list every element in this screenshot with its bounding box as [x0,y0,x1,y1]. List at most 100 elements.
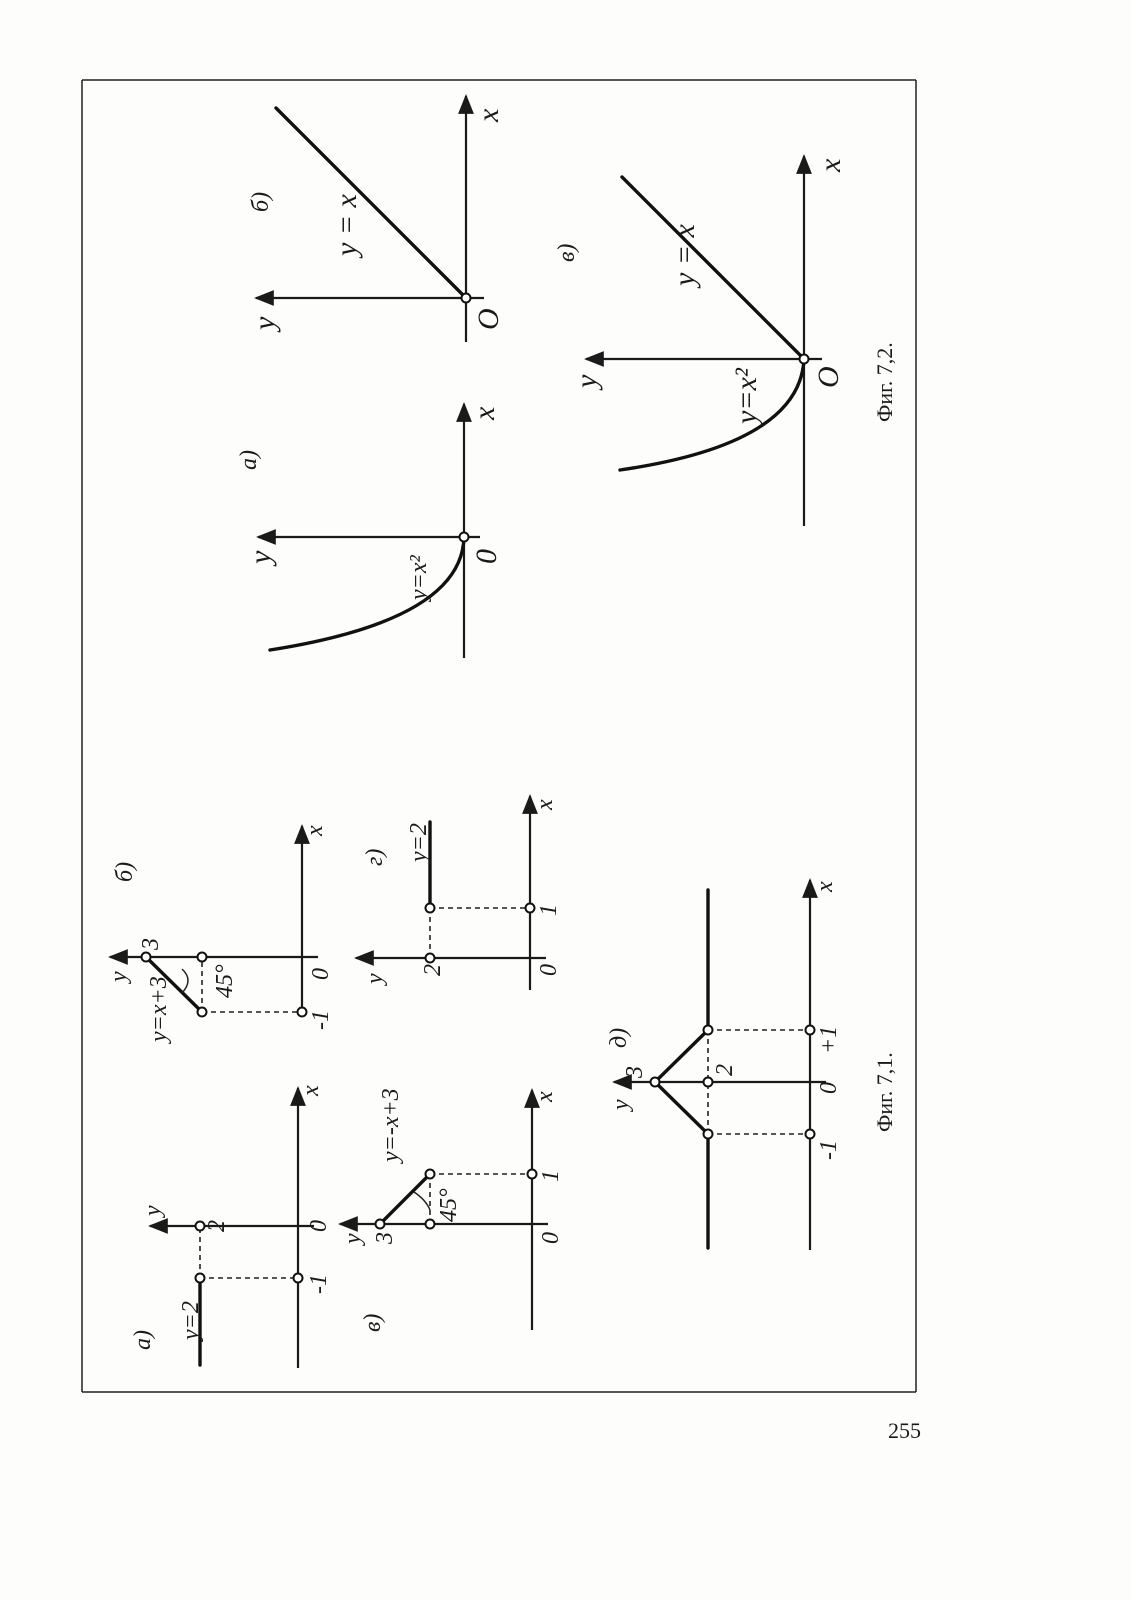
angle-label: 45° [436,1188,462,1222]
graph-line [274,106,468,300]
point [526,1168,538,1180]
fig72-b-panel: б) y = x x y O [248,94,505,342]
tick-label: -1 [308,1010,334,1030]
tick-label: 2 [712,1064,738,1076]
x-axis-label: x [532,1091,558,1103]
parabola-curve [268,535,466,652]
panel-label: б) [112,862,138,882]
point [196,1006,208,1018]
y-axis-label: y [570,374,603,391]
point [702,1024,714,1036]
graph-line [144,955,204,1014]
point [702,1128,714,1140]
point [524,902,536,914]
point [424,1168,436,1180]
fig72-a-panel: а) y=x² x y 0 [236,402,503,658]
point [424,902,436,914]
tick-label: 0 [538,1232,564,1244]
x-axis-label: x [814,158,847,173]
graph-line [652,888,710,1250]
panel-label: а) [130,1330,156,1350]
x-axis-label: x [302,825,328,837]
tick-label: 3 [622,1066,648,1079]
figure-frame [81,79,917,1393]
tick-label: 2 [420,964,446,976]
function-label: y = x [330,193,363,259]
y-axis-label: y [106,971,132,984]
function-label: y=x² [406,555,432,603]
y-axis-label: y [340,1233,366,1246]
angle-label: 45° [212,964,238,998]
panel-label: в) [554,244,580,262]
origin-label: O [812,366,845,388]
panel-label: г) [362,849,388,866]
point [292,1272,304,1284]
point [424,1218,436,1230]
y-axis-label: y [608,1099,634,1112]
figure-caption: Фиг. 7,1. [872,1052,897,1132]
point [804,1128,816,1140]
tick-label: 0 [536,964,562,976]
panel-label: а) [236,450,262,470]
origin-label: 0 [470,549,503,564]
x-axis-label: x [472,108,505,123]
point [296,1006,308,1018]
x-axis-label: x [298,1085,324,1097]
x-axis-label: x [812,881,838,893]
tick-label: +1 [816,1026,842,1054]
panel-label: б) [248,192,274,212]
tick-label: 0 [306,1220,332,1232]
function-label: y=-x+3 [378,1088,404,1164]
function-label: y=x+3 [146,976,172,1044]
tick-label: 1 [538,1170,564,1182]
function-label-line: y = x [668,223,701,289]
point [804,1024,816,1036]
panel-label: в) [360,1314,386,1332]
function-label: y=2 [178,1301,204,1342]
function-label: y=2 [406,823,432,864]
y-axis-label: y [244,550,277,567]
page-number: 255 [888,1418,921,1443]
function-label-parabola: y=x² [730,367,763,427]
origin-point [460,292,472,304]
tick-label: 3 [138,938,164,951]
origin-label: O [472,308,505,330]
y-axis-label: y [248,316,281,333]
tick-label: -1 [816,1140,842,1160]
x-axis-label: x [532,799,558,811]
fig71-v-panel: в) y=-x+3 45° x y 3 0 1 [338,1088,564,1332]
tick-label: 0 [816,1082,842,1094]
point [702,1076,714,1088]
point [194,1272,206,1284]
parabola-curve [618,357,806,472]
graph-line [378,1172,432,1226]
tick-label: 2 [204,1220,230,1232]
angle-arc [181,968,189,994]
x-axis-label: x [468,406,501,421]
tick-label: -1 [306,1274,332,1294]
point [196,951,208,963]
fig71-a-panel: а) y=2 x y 2 0 -1 [130,1085,332,1368]
tick-label: 1 [536,904,562,916]
point [424,952,436,964]
panel-label: д) [606,1028,632,1048]
origin-point [458,531,470,543]
fig72-v-panel: в) y=x² y = x x y O [554,154,847,526]
point [194,1220,206,1232]
figure-caption: Фиг. 7,2. [872,342,897,422]
y-axis-label: y [362,973,388,986]
point [649,1076,661,1088]
tick-label: 3 [372,1232,398,1245]
y-axis-label: y [140,1205,166,1218]
graph-line [620,175,806,361]
point [374,1218,386,1230]
tick-label: 0 [308,968,334,980]
angle-arc [413,1191,431,1211]
point [140,951,152,963]
fig71-g-panel: г) y=2 x y 2 0 1 [354,794,562,990]
origin-point [798,353,810,365]
fig71-b-panel: б) y=x+3 45° x y 3 0 -1 [106,824,334,1044]
fig71-d-panel: д) x y 3 2 0 -1 +1 [606,878,842,1250]
